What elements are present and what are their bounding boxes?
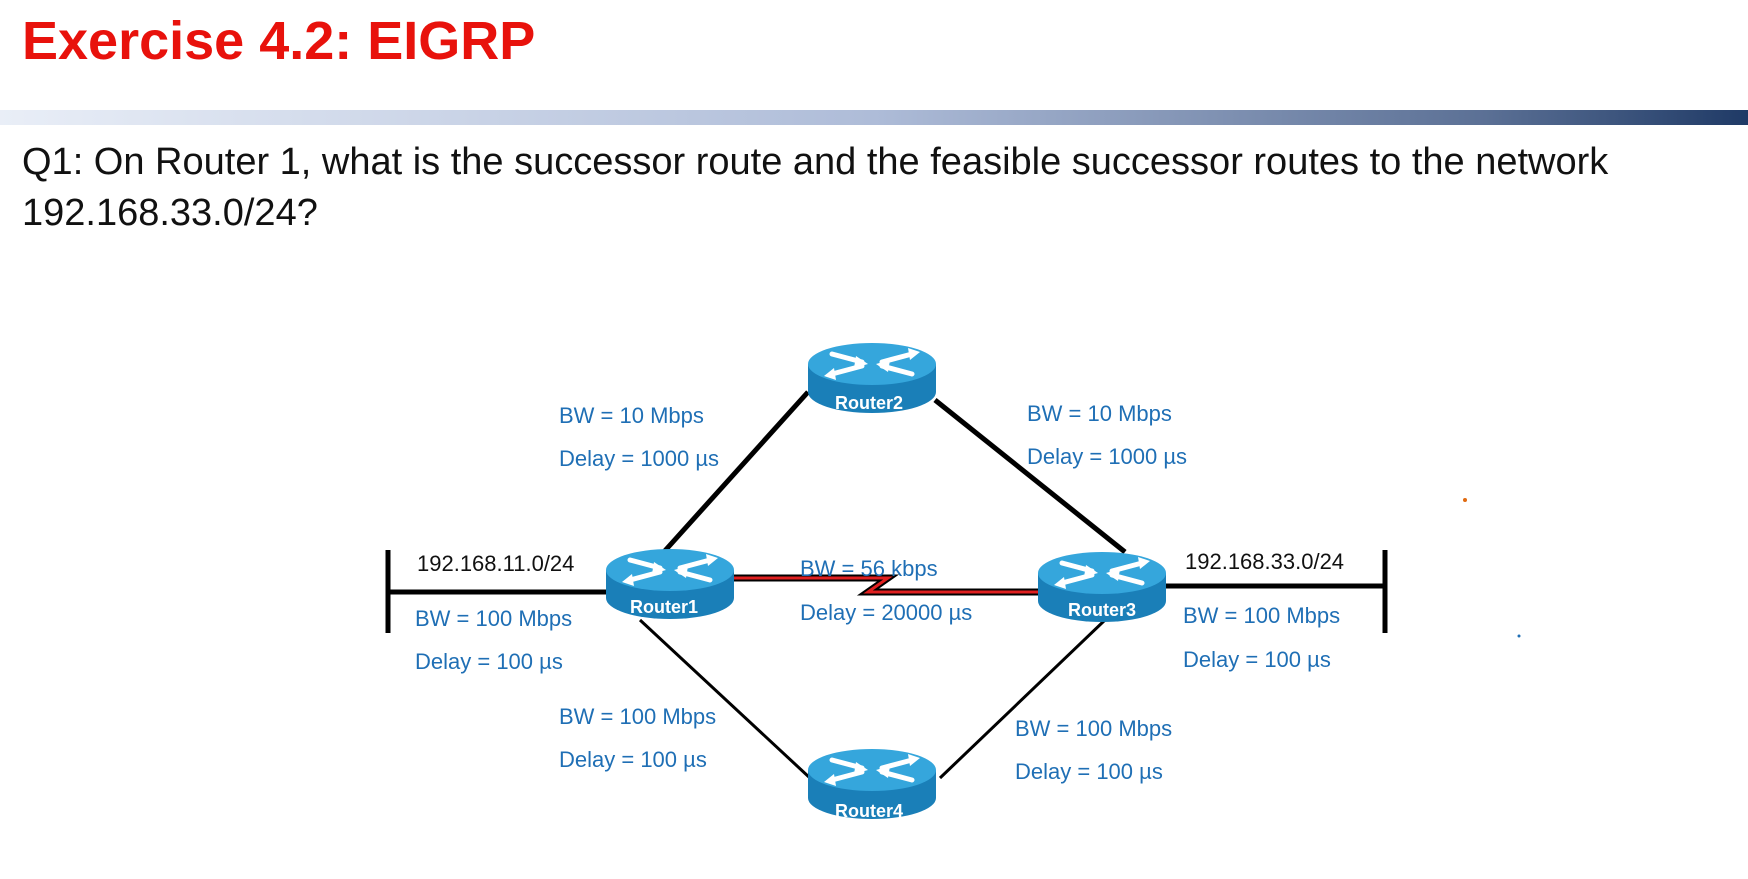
question-text: Q1: On Router 1, what is the successor r…	[22, 141, 1609, 234]
network-label-right: 192.168.33.0/24	[1185, 549, 1344, 574]
network-label-left: 192.168.11.0/24	[417, 551, 574, 576]
link-router1-router4	[638, 618, 812, 780]
r1-r2-bw-label: BW = 10 Mbps	[559, 403, 704, 428]
router1[interactable]: Router1	[606, 549, 734, 619]
title-divider-bar	[0, 110, 1748, 125]
router4[interactable]: Router4	[808, 749, 936, 821]
r2-r3-bw-label: BW = 10 Mbps	[1027, 401, 1172, 426]
router3-label: Router3	[1068, 600, 1136, 620]
left-lan-delay-label: Delay = 100 µs	[415, 649, 563, 674]
r1-r3-delay-label: Delay = 20000 µs	[800, 600, 972, 625]
router2[interactable]: Router2	[808, 343, 936, 413]
link-router2-router3	[933, 398, 1127, 554]
router4-label: Router4	[835, 801, 903, 821]
stray-dot-blue	[1517, 634, 1521, 638]
r4-r3-delay-label: Delay = 100 µs	[1015, 759, 1163, 784]
r4-r3-bw-label: BW = 100 Mbps	[1015, 716, 1172, 741]
slide-title: Exercise 4.2: EIGRP	[22, 11, 536, 71]
router1-label: Router1	[630, 597, 698, 617]
link-router4-router3	[938, 618, 1107, 780]
left-lan-segment	[385, 550, 612, 633]
r1-r2-delay-label: Delay = 1000 µs	[559, 446, 719, 471]
left-lan-bw-label: BW = 100 Mbps	[415, 606, 572, 631]
r1-r4-bw-label: BW = 100 Mbps	[559, 704, 716, 729]
r1-r4-delay-label: Delay = 100 µs	[559, 747, 707, 772]
router3[interactable]: Router3	[1038, 552, 1166, 622]
link-router1-router2	[660, 390, 810, 556]
right-lan-bw-label: BW = 100 Mbps	[1183, 603, 1340, 628]
right-lan-segment	[1160, 550, 1388, 633]
stray-dot-orange	[1463, 498, 1467, 502]
r2-r3-delay-label: Delay = 1000 µs	[1027, 444, 1187, 469]
right-lan-delay-label: Delay = 100 µs	[1183, 647, 1331, 672]
r1-r3-bw-label: BW = 56 kbps	[800, 556, 938, 581]
router2-label: Router2	[835, 393, 903, 413]
